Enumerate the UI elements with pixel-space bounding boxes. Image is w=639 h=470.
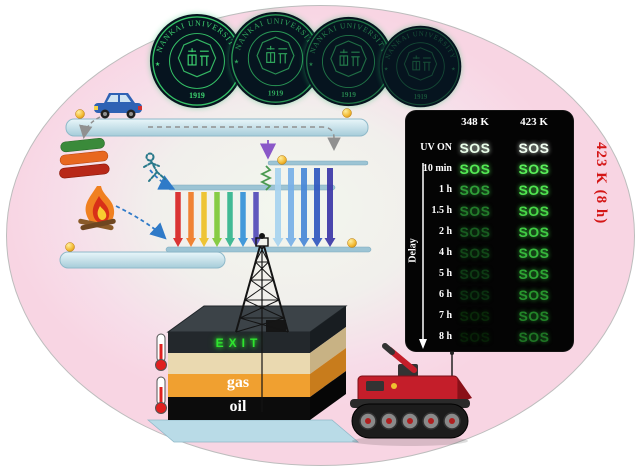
energy-level-ground [165,246,372,253]
thermometer-icons [155,333,167,414]
gas-layer-label: gas [226,374,250,391]
firefighting-robot [350,343,472,446]
afterglow-row: 6 h SOS SOS [412,284,570,305]
afterglow-row: 4 h SOS SOS [412,242,570,263]
sos-glow-348k: SOS [459,139,491,156]
layered-material [59,137,110,179]
delay-time-label: 1 h [438,184,452,195]
svg-text:★: ★ [309,61,314,68]
robot-wheels [359,412,461,430]
top-beam [65,118,369,137]
afterglow-row: 1.5 h SOS SOS [412,200,570,221]
block-platform [146,419,360,443]
temperature-column-423: 423 K [520,116,548,128]
sos-glow-348k: SOS [459,223,491,240]
energy-level-top [267,160,369,166]
blue-afterglow-arrows [272,168,336,247]
seal-year-text: 1919 [341,90,356,99]
sos-glow-423k: SOS [518,244,550,261]
retention-highlight-label: 423 K (8 h) [593,142,609,225]
sos-glow-423k: SOS [518,223,550,240]
sos-glow-423k: SOS [518,307,550,324]
svg-text:★: ★ [234,58,239,65]
afterglow-row: 8 h SOS SOS [412,326,570,347]
delay-time-label: 1.5 h [431,205,452,216]
sos-glow-423k: SOS [518,202,550,219]
sos-glow-348k: SOS [459,328,491,345]
delay-arrow [419,163,427,349]
seal-star-left: ★ [155,61,160,68]
seal-year-text: 1919 [189,91,205,100]
sos-glow-423k: SOS [518,139,550,156]
vibration-squiggle [259,165,273,191]
rainbow-emission-arrows [173,192,261,247]
energy-level-upper [167,184,336,191]
university-seal-4: NANKAI UNIVERSITY 1919 ★★ [379,25,462,108]
oil-layer [168,397,310,420]
sos-glow-423k: SOS [518,160,550,177]
exit-glow-text: EXIT [215,336,263,350]
seal-emblem [330,40,367,77]
thermometer-icon [155,333,167,371]
sos-glow-423k: SOS [518,286,550,303]
sos-glow-348k: SOS [459,160,491,177]
afterglow-header: 348 K 423 K [412,116,570,128]
blue-dashed-runner-arrow [149,169,176,190]
oil-derrick [235,233,289,412]
surface-layer [168,332,310,353]
delay-time-label: 5 h [438,268,452,279]
sos-glow-348k: SOS [459,286,491,303]
carrier-balls [65,108,357,252]
seal-disc [149,13,245,109]
blue-dashed-fire-arrow [115,205,167,240]
svg-text:★: ★ [384,67,389,73]
afterglow-row: UV ON SOS SOS [412,137,570,158]
gray-dashed-car-arrow [79,116,101,139]
sos-glow-348k: SOS [459,265,491,282]
seal-emblem [177,38,217,78]
thermometer-icon [155,376,167,414]
seal-emblem [403,47,438,81]
afterglow-row: 5 h SOS SOS [412,263,570,284]
sos-glow-423k: SOS [518,181,550,198]
delay-time-label: 10 min [422,163,452,174]
seal-emblem [256,36,295,75]
campfire-icon [78,186,116,231]
delay-time-label: UV ON [420,142,452,153]
delay-time-label: 2 h [438,226,452,237]
delay-time-label: 4 h [438,247,452,258]
afterglow-row: 7 h SOS SOS [412,305,570,326]
sand-layer [168,353,310,374]
delay-time-label: 7 h [438,310,452,321]
gas-layer [168,374,310,397]
sos-glow-348k: SOS [459,307,491,324]
temperature-column-348: 348 K [461,116,489,128]
sos-glow-348k: SOS [459,244,491,261]
gray-dashed-path-arrow [148,126,341,151]
ground-block [166,305,348,420]
sos-glow-423k: SOS [518,328,550,345]
sos-glow-348k: SOS [459,181,491,198]
afterglow-row: 2 h SOS SOS [412,221,570,242]
sos-glow-348k: SOS [459,202,491,219]
running-person-icon [143,152,166,182]
svg-text:★: ★ [451,67,456,73]
delay-time-label: 8 h [438,331,452,342]
oil-layer-label: oil [229,398,247,415]
seal-year-text: 1919 [268,88,284,97]
delay-time-label: 6 h [438,289,452,300]
seal-year-text: 1919 [414,94,428,101]
afterglow-row: 10 min SOS SOS [412,158,570,179]
afterglow-row: 1 h SOS SOS [412,179,570,200]
sos-glow-423k: SOS [518,265,550,282]
car-icon [94,93,142,119]
lower-left-beam [59,251,226,269]
